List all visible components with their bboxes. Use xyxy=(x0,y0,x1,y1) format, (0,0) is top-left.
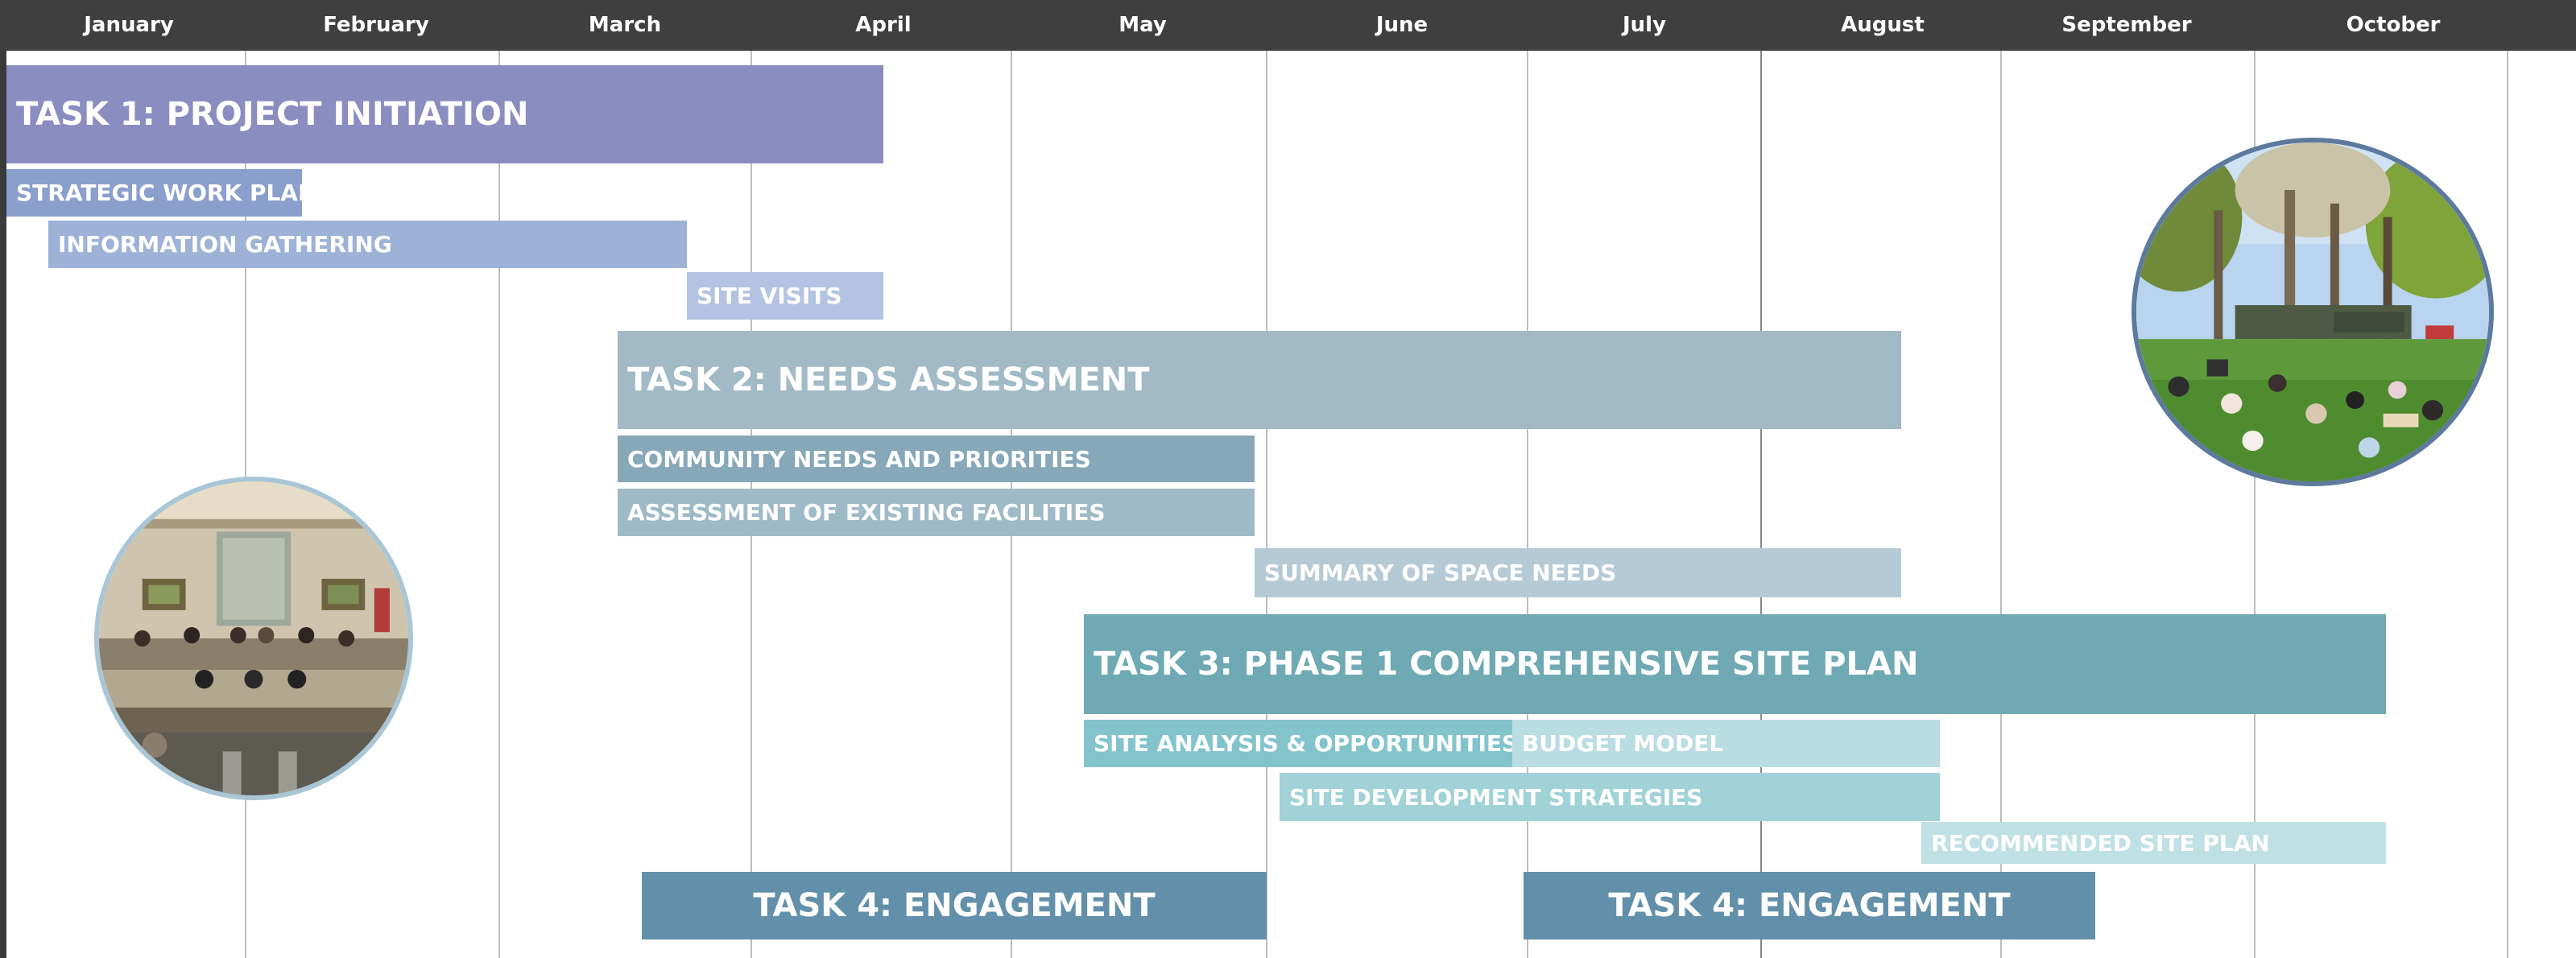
month-label: July xyxy=(1622,13,1667,37)
month-header: January February March April May June Ju… xyxy=(0,0,2576,51)
council-meeting-photo xyxy=(94,477,413,800)
community-needs-bar: COMMUNITY NEEDS AND PRIORITIES xyxy=(618,436,1255,482)
month-label: August xyxy=(1841,13,1925,37)
site-development-bar: SITE DEVELOPMENT STRATEGIES xyxy=(1280,773,1940,821)
summary-space-bar: SUMMARY OF SPACE NEEDS xyxy=(1255,548,1901,597)
task2-label: TASK 2: NEEDS ASSESSMENT xyxy=(627,361,1150,398)
budget-model-label: BUDGET MODEL xyxy=(1522,730,1724,757)
month-label: March xyxy=(588,13,662,37)
site-visits-label: SITE VISITS xyxy=(697,283,842,309)
task3-bar: TASK 3: PHASE 1 COMPREHENSIVE SITE PLAN xyxy=(1084,614,2386,714)
park-picnic-photo xyxy=(2132,138,2494,486)
gridline xyxy=(498,51,500,958)
month-label: June xyxy=(1375,13,1429,37)
gridline xyxy=(2000,51,2002,958)
council-meeting-image xyxy=(99,481,408,795)
task4-engagement-bar: TASK 4: ENGAGEMENT xyxy=(642,872,1267,939)
gridline xyxy=(1266,51,1267,958)
task4-engagement-label: TASK 4: ENGAGEMENT xyxy=(1608,887,2011,924)
park-picnic-image xyxy=(2136,142,2489,481)
task4-engagement-label: TASK 4: ENGAGEMENT xyxy=(753,887,1156,924)
task3-label: TASK 3: PHASE 1 COMPREHENSIVE SITE PLAN xyxy=(1094,646,1919,683)
recommended-site-bar: RECOMMENDED SITE PLAN xyxy=(1921,822,2386,864)
month-label: January xyxy=(84,13,174,37)
gridline xyxy=(1760,51,1762,958)
task4-engagement-bar: TASK 4: ENGAGEMENT xyxy=(1524,872,2095,939)
month-label: September xyxy=(2061,13,2192,37)
summary-space-label: SUMMARY OF SPACE NEEDS xyxy=(1264,560,1617,586)
budget-model-bar: BUDGET MODEL xyxy=(1512,720,1940,767)
gridline xyxy=(2254,51,2256,958)
month-label: February xyxy=(323,13,429,37)
site-development-label: SITE DEVELOPMENT STRATEGIES xyxy=(1289,783,1703,811)
assessment-existing-label: ASSESSMENT OF EXISTING FACILITIES xyxy=(627,499,1106,526)
recommended-site-label: RECOMMENDED SITE PLAN xyxy=(1931,829,2270,857)
information-gathering-bar: INFORMATION GATHERING xyxy=(48,221,687,268)
community-needs-label: COMMUNITY NEEDS AND PRIORITIES xyxy=(627,445,1091,473)
month-label: October xyxy=(2346,13,2441,37)
assessment-existing-bar: ASSESSMENT OF EXISTING FACILITIES xyxy=(618,489,1255,536)
strategic-work-plan-bar: STRATEGIC WORK PLAN xyxy=(6,169,302,217)
information-gathering-label: INFORMATION GATHERING xyxy=(58,231,392,258)
strategic-work-plan-label: STRATEGIC WORK PLAN xyxy=(16,180,302,206)
site-analysis-label: SITE ANALYSIS & OPPORTUNITIES xyxy=(1094,730,1512,757)
month-label: May xyxy=(1118,13,1167,37)
site-visits-bar: SITE VISITS xyxy=(687,272,883,320)
task1-bar: TASK 1: PROJECT INITIATION xyxy=(6,65,883,163)
task2-bar: TASK 2: NEEDS ASSESSMENT xyxy=(618,331,1901,429)
site-analysis-bar: SITE ANALYSIS & OPPORTUNITIES xyxy=(1084,720,1512,767)
month-label: April xyxy=(855,13,912,37)
gridline xyxy=(1527,51,1528,958)
task1-label: TASK 1: PROJECT INITIATION xyxy=(16,96,529,133)
gridline xyxy=(2507,51,2508,958)
